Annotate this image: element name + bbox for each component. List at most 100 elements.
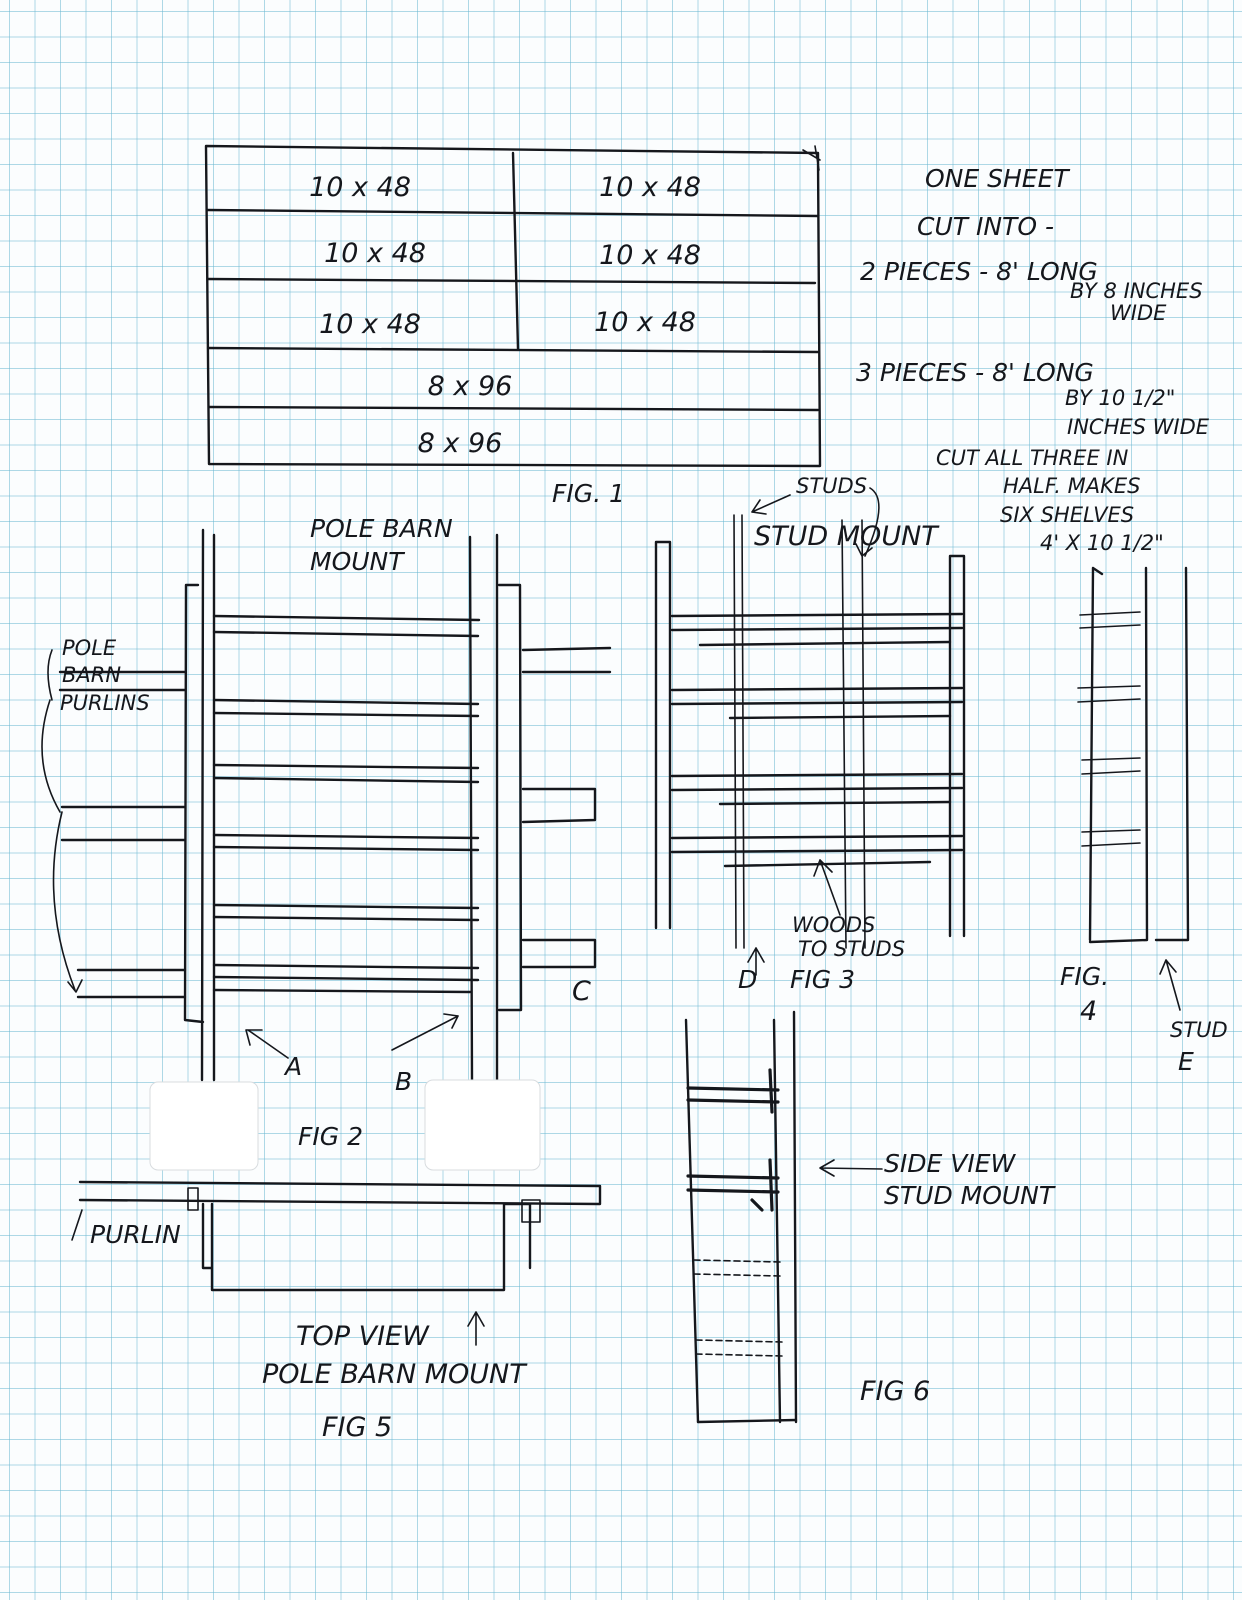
fig4-label-stud: STUD (1170, 1018, 1228, 1042)
fig3-label-studs: STUDS (796, 474, 867, 498)
fig3-stud-mount: STUDS STUD MOUNT WOODS TO STUDS D FIG 3 (654, 474, 966, 994)
fig1-row-line-2 (206, 277, 817, 285)
fig1-cell-5: 10 x 48 (319, 309, 421, 340)
fig2-shelf-1 (212, 614, 481, 638)
fig2-label-b: B (395, 1067, 412, 1096)
fig5-bracket-left (187, 1187, 199, 1211)
fig2-right-pole (497, 583, 523, 1012)
fig2-caption: FIG 2 (298, 1122, 363, 1151)
fig3-shelf-2 (670, 686, 964, 720)
fig1-cell-1: 10 x 48 (309, 172, 411, 203)
fig3-shelf-3 (670, 772, 964, 806)
fig1-strip-2: 8 x 96 (418, 428, 503, 459)
fig2-purlin-left-1 (58, 670, 187, 692)
fig1-center-divider (511, 151, 520, 351)
fig2-side-label-2: BARN (62, 663, 121, 687)
fig5-title-1: TOP VIEW (296, 1321, 430, 1352)
note-line-10: HALF. MAKES (1003, 474, 1140, 498)
fig5-title-2: POLE BARN MOUNT (262, 1359, 528, 1390)
fig2-shelf-3 (212, 763, 480, 784)
fig6-label-2: STUD MOUNT (884, 1181, 1056, 1210)
fig6-shelf-dashed-1 (693, 1259, 781, 1277)
fig1-cell-3: 10 x 48 (324, 238, 426, 269)
fig2-shelf-5 (212, 903, 480, 922)
note-line-8: INCHES WIDE (1067, 415, 1210, 439)
fig4-label-e: E (1178, 1047, 1194, 1076)
fig2-pole-barn-mount: POLE BARN MOUNT POLE BARN PURLINS A B C (41, 514, 612, 1096)
fig3-label-woods-2: TO STUDS (798, 937, 905, 961)
fig2-purlin-left-3 (76, 968, 187, 999)
fig4-wall-line (1154, 566, 1190, 942)
fig2-title-line-1: POLE BARN (310, 514, 453, 543)
fig3-shelf-4 (670, 834, 964, 868)
fig3-arrow-d (747, 947, 765, 976)
fig6-label-1: SIDE VIEW (884, 1149, 1017, 1178)
fig4-shelf-3 (1081, 757, 1141, 775)
fig1-cut-layout: 10 x 48 10 x 48 10 x 48 10 x 48 10 x 48 … (204, 144, 822, 508)
fig3-label-woods-1: WOODS (792, 913, 875, 937)
note-line-6: 3 PIECES - 8' LONG (856, 358, 1094, 387)
fig2-right-rail (468, 533, 499, 1084)
fig3-left-rail (654, 540, 672, 930)
fig4-shelf-1 (1079, 611, 1141, 629)
fig5-label-purlin: PURLIN (90, 1220, 181, 1249)
fig2-side-label-1: POLE (62, 636, 117, 660)
fig3-label-d: D (738, 965, 757, 994)
fig4-caption-2: 4 (1080, 996, 1097, 1027)
fig3-stud-2 (841, 519, 866, 949)
fig1-cell-4: 10 x 48 (599, 240, 701, 271)
fig2-left-rail (200, 528, 216, 1082)
fig2-purlin-right-1 (521, 646, 612, 674)
fig3-arrow-stud-mount (855, 487, 880, 557)
fig1-outline (204, 144, 822, 468)
fig6-left-line (684, 1018, 700, 1424)
fig3-caption: FIG 3 (790, 965, 855, 994)
note-line-9: CUT ALL THREE IN (936, 446, 1129, 470)
fig5-arrow-up (467, 1311, 485, 1346)
fig6-bottom-line (696, 1418, 798, 1424)
fig6-right-line (792, 1010, 798, 1424)
fig4-shelf-4 (1081, 829, 1141, 847)
fig1-cell-2: 10 x 48 (599, 172, 701, 203)
fig6-bracket-2 (686, 1158, 780, 1212)
fig2-shelf-4 (212, 833, 480, 852)
fig2-shelf-2 (212, 698, 480, 718)
fig1-strip-1: 8 x 96 (428, 371, 513, 402)
note-line-4: BY 8 INCHES (1070, 279, 1203, 303)
fig2-label-bracket (47, 649, 53, 701)
fig1-caption: FIG. 1 (552, 479, 625, 508)
fig2-side-label-3: PURLINS (60, 691, 150, 715)
fig3-title: STUD MOUNT (754, 521, 940, 552)
fig2-label-c: C (572, 976, 591, 1007)
fig4-arrow-e (1159, 959, 1181, 1011)
fig3-arrow-woods (813, 859, 841, 916)
note-line-5: WIDE (1110, 301, 1167, 325)
fig2-title-line-2: MOUNT (310, 547, 405, 576)
fig3-arrow-studs (751, 494, 791, 515)
fig2-arrow-a (245, 1029, 289, 1059)
note-line-7: BY 10 1/2" (1065, 386, 1175, 410)
fig1-row-line-1 (205, 208, 820, 218)
note-line-11: SIX SHELVES (1000, 503, 1134, 527)
fig2-label-a: A (283, 1052, 302, 1081)
fig1-row-line-4 (207, 405, 820, 412)
note-line-1: ONE SHEET (925, 164, 1070, 193)
fig4-caption-1: FIG. (1060, 962, 1109, 991)
fig2-purlin-right-2 (521, 787, 597, 824)
fig2-left-pole (183, 583, 205, 1024)
fig5-bracket-right (521, 1199, 541, 1223)
fig5-purlin-arrow (71, 1209, 83, 1241)
fig2-bracket-arrow (41, 699, 83, 993)
tape-patch-left (149, 1081, 259, 1171)
fig2-purlin-right-3 (521, 938, 597, 969)
fig1-cell-6: 10 x 48 (594, 307, 696, 338)
fig6-arrow (819, 1159, 883, 1177)
note-line-2: CUT INTO - (917, 212, 1054, 241)
tape-patch-right (424, 1079, 541, 1171)
fig6-side-view: SIDE VIEW STUD MOUNT FIG 6 (684, 1010, 1056, 1424)
fig1-row-line-3 (206, 346, 820, 354)
fig5-shelf-box (201, 1202, 532, 1292)
fig4-outline (1088, 566, 1149, 944)
